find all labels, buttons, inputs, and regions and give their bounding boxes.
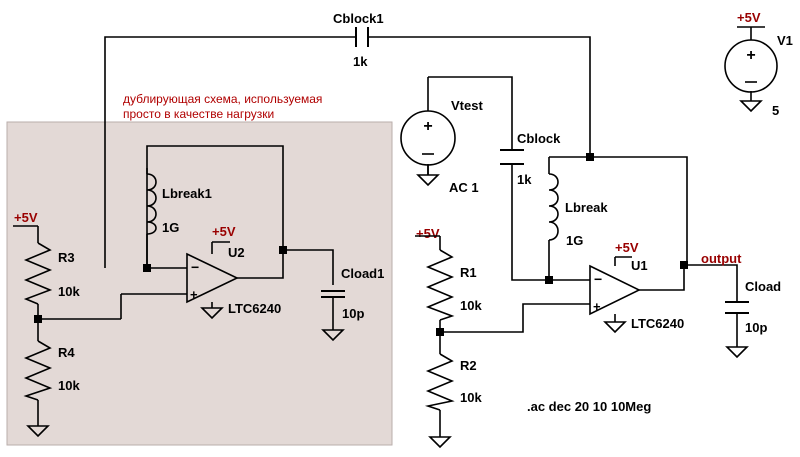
lbreak1-inductor[interactable] <box>146 173 157 235</box>
r4-resistor[interactable] <box>23 340 53 401</box>
svg-text:−: − <box>594 271 602 287</box>
v1-name: V1 <box>777 33 793 48</box>
r1-resistor[interactable] <box>425 249 455 321</box>
u1-ground-icon <box>604 321 626 333</box>
junctions <box>34 153 688 336</box>
svg-text:+: + <box>423 118 432 135</box>
vtest-value: AC 1 <box>449 180 479 195</box>
output-net-label: output <box>701 251 742 266</box>
wires <box>37 27 752 437</box>
u2-name: U2 <box>228 245 245 260</box>
cblock1-value: 1k <box>353 54 368 69</box>
u1-value: LTC6240 <box>631 316 684 331</box>
svg-text:+: + <box>593 299 601 314</box>
cblock1-capacitor[interactable] <box>355 27 369 47</box>
vtest-source[interactable]: + <box>400 101 456 175</box>
r4-name: R4 <box>58 345 75 360</box>
cblock1-name: Cblock1 <box>333 11 384 26</box>
lbreak-inductor[interactable] <box>548 173 559 241</box>
cload-name: Cload <box>745 279 781 294</box>
vtest-name: Vtest <box>451 98 483 113</box>
u1-opamp[interactable]: − + <box>589 264 641 316</box>
cload-value: 10p <box>745 320 767 335</box>
r2-ground-icon <box>429 436 451 448</box>
load-region <box>6 121 393 446</box>
r2-name: R2 <box>460 358 477 373</box>
r2-value: 10k <box>460 390 482 405</box>
cload1-name: Cload1 <box>341 266 384 281</box>
v1-ground-icon <box>740 100 762 112</box>
v1-source[interactable]: + <box>724 39 778 93</box>
r3-name: R3 <box>58 250 75 265</box>
lbreak1-name: Lbreak1 <box>162 186 212 201</box>
cload-ground-icon <box>726 346 748 358</box>
lbreak-value: 1G <box>566 233 583 248</box>
note-line-2: просто в качестве нагрузки <box>123 107 274 121</box>
r3-supply-label: +5V <box>14 210 38 225</box>
cload-capacitor[interactable] <box>725 301 749 314</box>
r2-resistor[interactable] <box>424 353 455 411</box>
svg-text:+: + <box>190 287 198 302</box>
cblock-value: 1k <box>517 172 532 187</box>
vtest-ground-icon <box>417 174 439 186</box>
svg-text:+: + <box>746 47 755 64</box>
r1-value: 10k <box>460 298 482 313</box>
cload1-capacitor[interactable] <box>321 290 345 298</box>
r1-supply-label: +5V <box>416 226 440 241</box>
cload1-value: 10p <box>342 306 364 321</box>
r1-name: R1 <box>460 265 477 280</box>
cblock-capacitor[interactable] <box>500 149 524 165</box>
u2-value: LTC6240 <box>228 301 281 316</box>
v1-value: 5 <box>772 103 779 118</box>
u1-name: U1 <box>631 258 648 273</box>
r4-value: 10k <box>58 378 80 393</box>
u2-supply-label: +5V <box>212 224 236 239</box>
r3-value: 10k <box>58 284 80 299</box>
lbreak-name: Lbreak <box>565 200 608 215</box>
u1-supply-label: +5V <box>615 240 639 255</box>
spice-directive: .ac dec 20 10 10Meg <box>527 399 651 414</box>
cblock-name: Cblock <box>517 131 561 146</box>
r3-resistor[interactable] <box>23 242 53 305</box>
svg-text:−: − <box>191 259 199 275</box>
note-line-1: дублирующая схема, используемая <box>123 92 322 106</box>
v1-supply-label: +5V <box>737 10 761 25</box>
lbreak1-value: 1G <box>162 220 179 235</box>
u2-opamp[interactable]: − + <box>186 252 239 304</box>
